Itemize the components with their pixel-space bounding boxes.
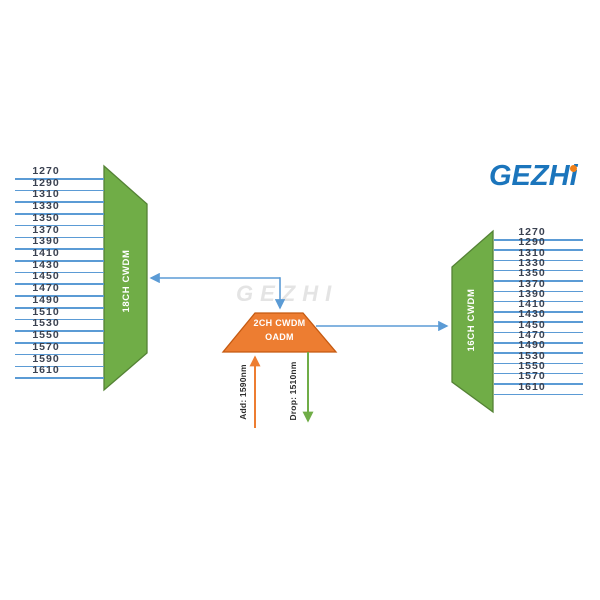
channel-line [15, 236, 104, 239]
channel-line [15, 178, 104, 180]
channel-wavelength-label: 1370 [32, 223, 60, 236]
channel-line [15, 213, 104, 215]
channel-line [494, 249, 583, 251]
left-mux-label: 18CH CWDM [120, 249, 132, 313]
channel-line [15, 377, 104, 379]
channel-line [15, 271, 104, 274]
channel-wavelength-label: 1410 [518, 298, 546, 311]
channel-wavelength-label: 1390 [518, 287, 546, 300]
channel-line [15, 353, 104, 356]
channel-wavelength-label: 1570 [518, 370, 546, 383]
channel-line [15, 342, 104, 344]
right-mux-shape [451, 229, 494, 414]
logo-i-dot-icon [570, 165, 577, 172]
channel-line [15, 189, 104, 192]
channel-wavelength-label: 1350 [518, 267, 546, 280]
channel-wavelength-label: 1430 [518, 308, 546, 321]
channel-wavelength-label: 1330 [32, 200, 60, 213]
channel-wavelength-label: 1610 [518, 380, 546, 393]
channel-line [15, 260, 104, 262]
channel-wavelength-label: 1430 [32, 258, 60, 271]
channel-wavelength-label: 1270 [518, 226, 546, 238]
channel-wavelength-label: 1490 [518, 339, 546, 352]
channel-line [15, 365, 104, 368]
channel-wavelength-label: 1310 [518, 246, 546, 259]
channel-line [494, 342, 583, 344]
channel-wavelength-label: 1370 [518, 277, 546, 290]
channel-line [494, 311, 583, 313]
add-channel-label: Add: 1590nm [238, 364, 248, 420]
channel-line [494, 362, 583, 365]
oadm-label-line2: OADM [265, 332, 294, 342]
channel-line [15, 248, 104, 250]
channel-line [494, 321, 583, 323]
brand-logo-text: GEZH [489, 160, 570, 192]
channel-line [494, 331, 583, 334]
channel-wavelength-label: 1570 [32, 340, 60, 353]
channel-wavelength-label: 1590 [32, 352, 60, 365]
oadm-shape [221, 312, 338, 353]
channel-wavelength-label: 1450 [518, 318, 546, 331]
channel-line [15, 201, 104, 204]
channel-line [494, 269, 583, 272]
channel-wavelength-label: 1410 [32, 247, 60, 260]
channel-line [494, 352, 583, 354]
channel-wavelength-label: 1510 [32, 305, 60, 318]
channel-wavelength-label: 1390 [32, 235, 60, 248]
channel-wavelength-label: 1350 [32, 211, 60, 224]
channel-line [15, 306, 104, 309]
channel-line [494, 393, 583, 396]
channel-wavelength-label: 1530 [518, 349, 546, 362]
channel-line [15, 224, 104, 227]
channel-line [494, 259, 583, 262]
channel-wavelength-label: 1530 [32, 317, 60, 330]
channel-line [15, 295, 104, 297]
oadm-label-line1: 2CH CWDM [253, 318, 306, 328]
channel-wavelength-label: 1470 [518, 329, 546, 341]
channel-line [494, 300, 583, 303]
channel-wavelength-label: 1610 [32, 364, 60, 377]
channel-wavelength-label: 1290 [32, 176, 60, 189]
channel-wavelength-label: 1450 [32, 270, 60, 283]
channel-line [494, 239, 583, 241]
channel-wavelength-label: 1290 [518, 236, 546, 249]
channel-wavelength-label: 1550 [518, 359, 546, 372]
channel-wavelength-label: 1330 [518, 256, 546, 269]
channel-line [15, 330, 104, 332]
channel-wavelength-label: 1310 [32, 188, 60, 201]
channel-wavelength-label: 1270 [32, 165, 60, 177]
drop-channel-label: Drop: 1510nm [288, 361, 298, 421]
channel-wavelength-label: 1490 [32, 293, 60, 306]
channel-line [15, 283, 104, 286]
right-mux-label: 16CH CWDM [465, 288, 477, 352]
left-mux-shape [103, 164, 148, 392]
channel-wavelength-label: 1550 [32, 329, 60, 342]
channel-line [494, 372, 583, 375]
brand-logo-letter-i: i [569, 160, 578, 192]
channel-line [494, 290, 583, 293]
channel-wavelength-label: 1470 [32, 282, 60, 295]
channel-line [494, 383, 583, 385]
channel-line [494, 280, 583, 282]
brand-logo: GEZHi [489, 161, 578, 191]
channel-line [15, 318, 104, 321]
